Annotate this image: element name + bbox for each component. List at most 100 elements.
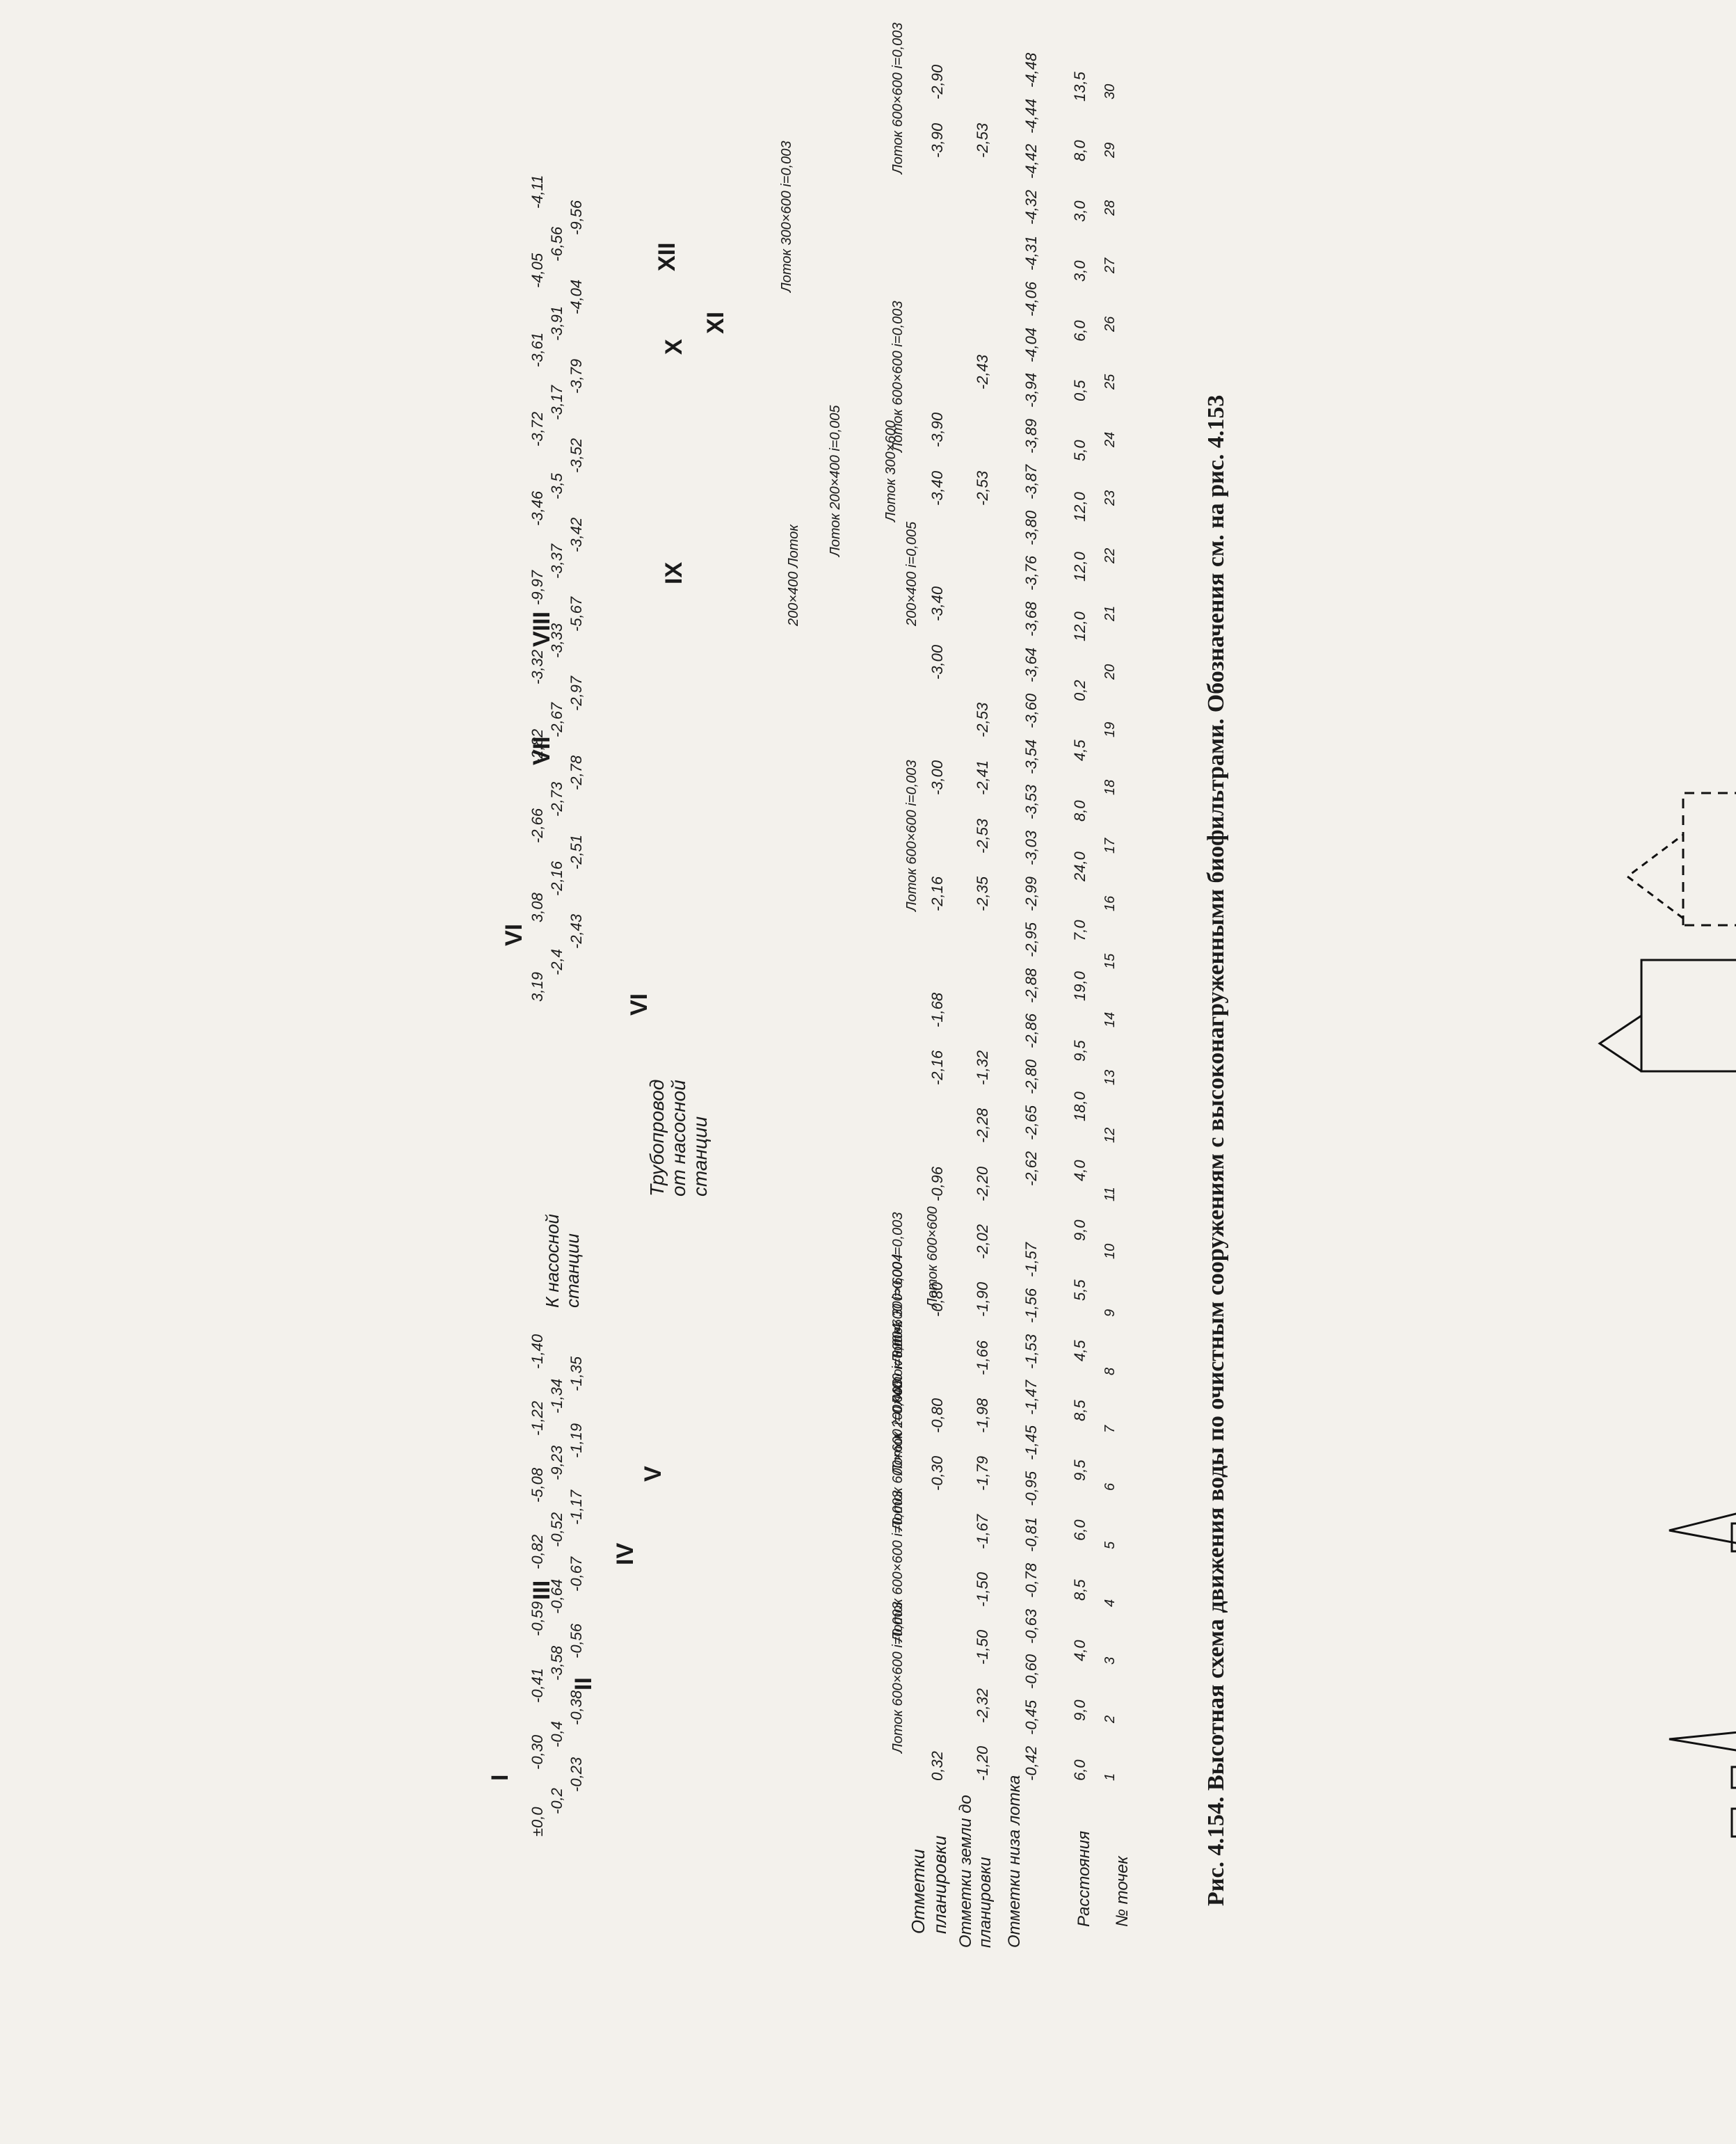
structure-label: I <box>487 1774 513 1781</box>
table-cell-tray-bottom: -4,04 <box>1022 327 1040 362</box>
table-cell-distance: 12,0 <box>1071 611 1088 642</box>
water-level-left: -0,2 <box>548 1788 565 1814</box>
table-cell-distance: 4,0 <box>1071 1639 1088 1661</box>
table-cell-ground: -1,50 <box>974 1630 991 1665</box>
table-cell-points: 10 <box>1102 1243 1118 1259</box>
structures-left <box>1669 1501 1736 1838</box>
water-level-right: -3,32 <box>529 649 546 685</box>
table-cell-tray-bottom: -2,95 <box>1022 922 1040 957</box>
table-cell-points: 13 <box>1102 1069 1118 1085</box>
table-cell-tray-bottom: -3,89 <box>1022 418 1040 454</box>
table-cell-tray-bottom: -0,95 <box>1022 1471 1040 1507</box>
channel-label: Лоток 600×600 i=0,003 <box>890 301 906 452</box>
water-level-left: -5,08 <box>529 1467 546 1503</box>
table-cell-ground: -2,28 <box>974 1108 991 1144</box>
table-cell-planning: -3,40 <box>929 470 946 506</box>
water-level-left: -3,58 <box>548 1645 565 1681</box>
table-cell-points: 18 <box>1102 780 1118 796</box>
table-cell-tray-bottom: -3,87 <box>1022 464 1040 499</box>
table-cell-ground: -1,98 <box>974 1398 991 1433</box>
table-cell-tray-bottom: -3,94 <box>1022 373 1040 408</box>
table-cell-tray-bottom: -3,53 <box>1022 785 1040 820</box>
water-level-right: -9,97 <box>529 570 546 605</box>
structure-label: X <box>661 339 687 355</box>
table-cell-tray-bottom: -4,32 <box>1022 190 1040 225</box>
table-cell-ground: -1,50 <box>974 1571 991 1607</box>
table-cell-points: 30 <box>1102 84 1118 100</box>
table-cell-distance: 6,0 <box>1071 1759 1088 1781</box>
water-level-right: -2,51 <box>568 834 585 870</box>
water-level-right: -2,78 <box>568 755 585 790</box>
table-cell-planning: -3,90 <box>929 413 946 448</box>
water-level-right: -3,5 <box>548 473 565 499</box>
table-cell-distance: 5,5 <box>1071 1279 1088 1302</box>
table-cell-distance: 0,2 <box>1071 680 1088 702</box>
rotated-figure <box>1598 792 1736 1838</box>
table-cell-tray-bottom: -2,86 <box>1022 1014 1040 1049</box>
water-level-left: -0,23 <box>568 1757 585 1792</box>
structures-right <box>1598 792 1736 1073</box>
table-cell-points: 15 <box>1102 954 1118 970</box>
table-cell-planning: -2,16 <box>929 876 946 911</box>
table-cell-points: 6 <box>1102 1483 1118 1491</box>
table-cell-ground: -1,90 <box>974 1282 991 1318</box>
water-level-right: -3,17 <box>548 385 565 420</box>
table-cell-tray-bottom: -3,60 <box>1022 693 1040 728</box>
water-level-right: -6,56 <box>548 226 565 262</box>
water-level-right: -3,37 <box>548 543 565 579</box>
water-level-right: -2,82 <box>529 728 546 764</box>
water-level-right: -3,33 <box>548 623 565 658</box>
table-cell-tray-bottom: -3,76 <box>1022 556 1040 591</box>
water-level-right: -3,46 <box>529 490 546 526</box>
water-level-left: -1,35 <box>568 1356 585 1391</box>
water-level-left: -0,67 <box>568 1556 585 1592</box>
table-cell-ground: -2,53 <box>974 818 991 854</box>
figure-caption: Рис. 4.154. Высотная схема движения воды… <box>1203 394 1229 1906</box>
water-level-left: -1,19 <box>568 1423 585 1458</box>
table-cell-ground: -2,35 <box>974 876 991 911</box>
structure-label: IX <box>661 561 687 584</box>
table-cell-distance: 6,0 <box>1071 1519 1088 1542</box>
water-level-left: -0,52 <box>548 1512 565 1547</box>
table-cell-planning: 0,32 <box>929 1751 946 1781</box>
table-cell-points: 5 <box>1102 1541 1118 1549</box>
water-level-right: -3,61 <box>529 332 546 367</box>
table-cell-distance: 18,0 <box>1071 1091 1088 1121</box>
table-cell-points: 28 <box>1102 200 1118 216</box>
table-cell-points: 26 <box>1102 316 1118 332</box>
table-cell-distance: 24,0 <box>1071 851 1088 881</box>
structure-label: XI <box>702 311 729 334</box>
table-cell-planning: -0,80 <box>929 1398 946 1433</box>
channel-label: 200×400 Лоток <box>786 525 801 626</box>
table-cell-tray-bottom: -4,42 <box>1022 144 1040 179</box>
table-cell-distance: 3,0 <box>1071 200 1088 222</box>
table-cell-planning: -1,68 <box>929 992 946 1027</box>
table-cell-distance: 8,5 <box>1071 1579 1088 1601</box>
channel-label: Лоток 600×600 i=0,003 <box>904 760 919 911</box>
table-cell-distance: 4,5 <box>1071 1339 1088 1361</box>
water-level-right: -2,43 <box>568 913 585 949</box>
table-cell-tray-bottom: -3,68 <box>1022 602 1040 637</box>
table-cell-tray-bottom: -1,47 <box>1022 1379 1040 1415</box>
table-cell-tray-bottom: -1,45 <box>1022 1425 1040 1461</box>
table-cell-distance: 12,0 <box>1071 552 1088 582</box>
water-level-right: -3,52 <box>568 438 585 473</box>
table-cell-ground: -2,43 <box>974 354 991 390</box>
table-cell-ground: -1,79 <box>974 1456 991 1491</box>
table-cell-distance: 0,5 <box>1071 380 1088 402</box>
water-level-right: -2,73 <box>548 781 565 817</box>
row-header-ground: Отметки земли до планировки <box>956 1795 995 1948</box>
table-cell-tray-bottom: -0,63 <box>1022 1608 1040 1644</box>
row-header-distance: Расстояния <box>1075 1830 1093 1927</box>
table-cell-ground: -1,66 <box>974 1340 991 1375</box>
water-level-right: -2,16 <box>548 861 565 896</box>
table-cell-tray-bottom: -2,99 <box>1022 876 1040 911</box>
table-cell-tray-bottom: -2,80 <box>1022 1059 1040 1095</box>
water-level-right: -2,67 <box>548 702 565 737</box>
table-cell-tray-bottom: -4,06 <box>1022 281 1040 317</box>
water-level-left: -0,64 <box>548 1578 565 1614</box>
table-cell-points: 4 <box>1102 1599 1118 1607</box>
row-header-point-no: № точек <box>1113 1856 1132 1927</box>
table-cell-points: 2 <box>1102 1715 1118 1723</box>
